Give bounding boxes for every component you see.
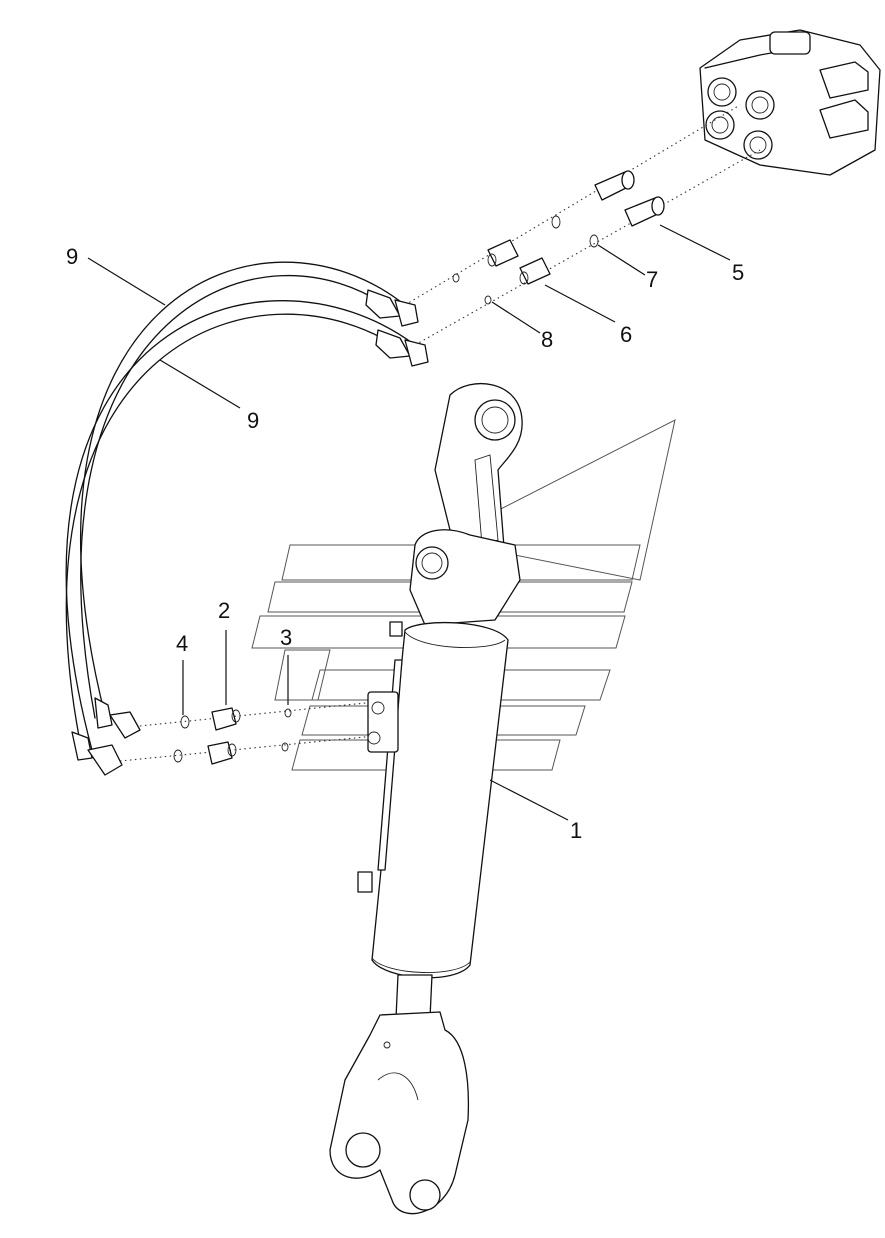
- hydraulic-hoses: [65, 261, 429, 776]
- fitting-6-lower: [519, 257, 551, 285]
- callout-9-upper: 9: [66, 244, 78, 269]
- fitting-2-upper: [211, 707, 241, 731]
- fitting-6-upper: [487, 239, 519, 267]
- callout-4: 4: [176, 631, 188, 656]
- fitting-2-lower: [207, 741, 237, 765]
- fitting-5-upper: [594, 170, 635, 201]
- fitting-5-lower: [624, 196, 665, 227]
- callout-6: 6: [620, 322, 632, 347]
- callout-5: 5: [732, 260, 744, 285]
- callout-3: 3: [280, 625, 292, 650]
- callout-9-lower: 9: [247, 408, 259, 433]
- assembly-lines: [109, 104, 761, 763]
- control-valve-block: [699, 29, 881, 176]
- callout-labels: 1 2 3 4 5 6 7 8 9 9: [66, 244, 744, 843]
- callout-1: 1: [570, 818, 582, 843]
- callout-7: 7: [646, 267, 658, 292]
- leader-lines: [87, 224, 731, 821]
- o-rings-top: [452, 215, 599, 305]
- callout-8: 8: [541, 327, 553, 352]
- callout-2: 2: [218, 598, 230, 623]
- hydraulic-cylinder: [329, 382, 523, 1215]
- o-rings-bottom: [173, 708, 292, 763]
